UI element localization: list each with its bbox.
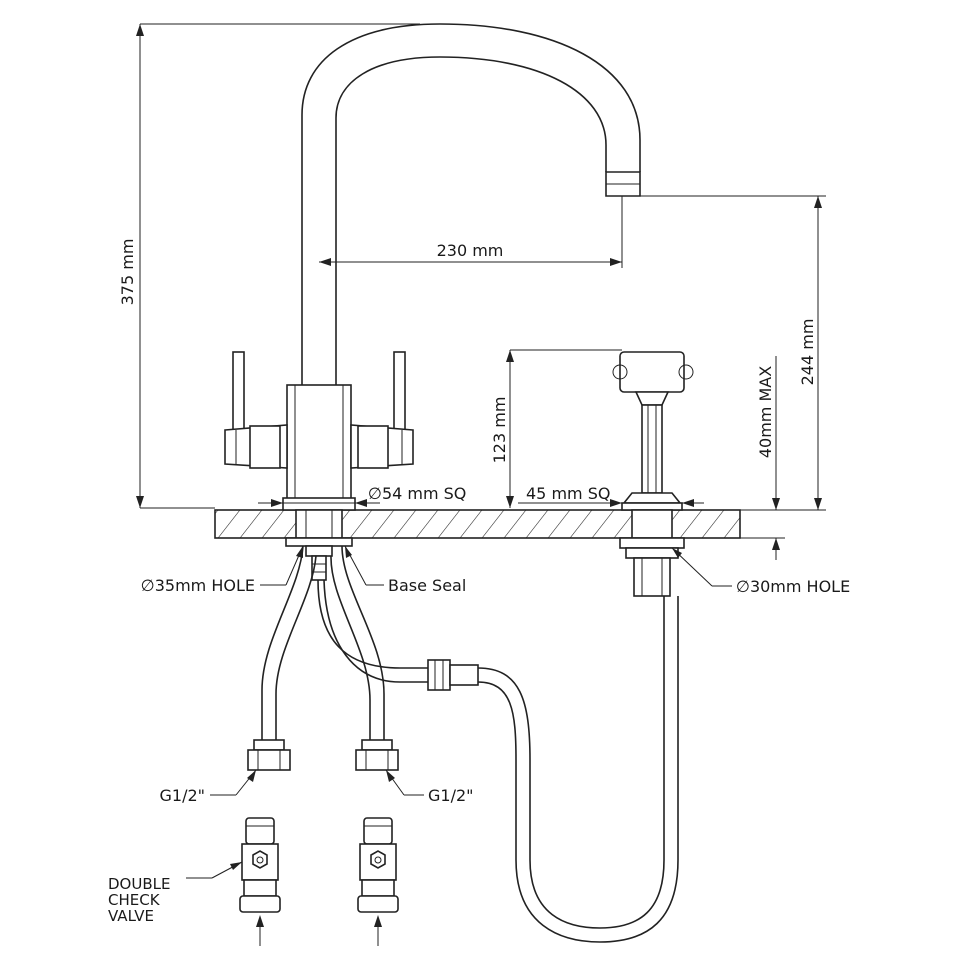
callout-valve-line2: CHECK: [108, 891, 161, 909]
check-valve-left: [239, 817, 281, 913]
dimension-40-max: [740, 356, 785, 560]
dimension-230: [319, 196, 623, 268]
dimension-230-label: 230 mm: [437, 241, 504, 260]
right-handle: [350, 351, 414, 469]
callout-thread-left: G1/2": [159, 786, 205, 805]
tap-body: [282, 384, 356, 511]
dimension-45-sq: [518, 499, 704, 507]
callout-base-seal-leader: [344, 545, 384, 586]
callout-thread-left-leader: [210, 769, 257, 796]
dimension-375: [136, 23, 420, 509]
callout-hole-spray: ∅30mm HOLE: [736, 577, 850, 596]
callout-base-seal: Base Seal: [388, 576, 466, 595]
dimension-123-label: 123 mm: [490, 397, 509, 464]
callout-thread-right: G1/2": [428, 786, 474, 805]
hose-right: [330, 545, 399, 771]
hose-middle: [317, 579, 679, 943]
inlet-arrow-right: [374, 915, 382, 946]
dimension-54-sq-label: ∅54 mm SQ: [368, 484, 466, 503]
callout-thread-right-leader: [385, 769, 424, 796]
callout-hole-spray-leader: [671, 547, 732, 587]
side-spray: [612, 351, 694, 597]
check-valve-right: [357, 817, 399, 913]
dimension-244: [640, 195, 826, 511]
dimension-54-sq: [258, 499, 380, 507]
callout-valve-leader: [186, 861, 243, 879]
dimension-40-max-label: 40mm MAX: [756, 366, 775, 458]
left-handle: [224, 351, 288, 469]
tap-spout: [301, 23, 641, 385]
dimension-244-label: 244 mm: [798, 319, 817, 386]
dimension-375-label: 375 mm: [118, 239, 137, 306]
dimension-123: [506, 349, 622, 508]
dimension-45-sq-label: 45 mm SQ: [526, 484, 610, 503]
tap-fixing-kit: [285, 509, 353, 581]
callout-hole-tap: ∅35mm HOLE: [141, 576, 255, 595]
callout-hole-tap-leader: [260, 545, 304, 586]
hose-left: [247, 545, 317, 771]
inlet-arrow-left: [256, 915, 264, 946]
callout-valve-line1: DOUBLE: [108, 875, 170, 893]
callout-valve-line3: VALVE: [108, 907, 154, 925]
